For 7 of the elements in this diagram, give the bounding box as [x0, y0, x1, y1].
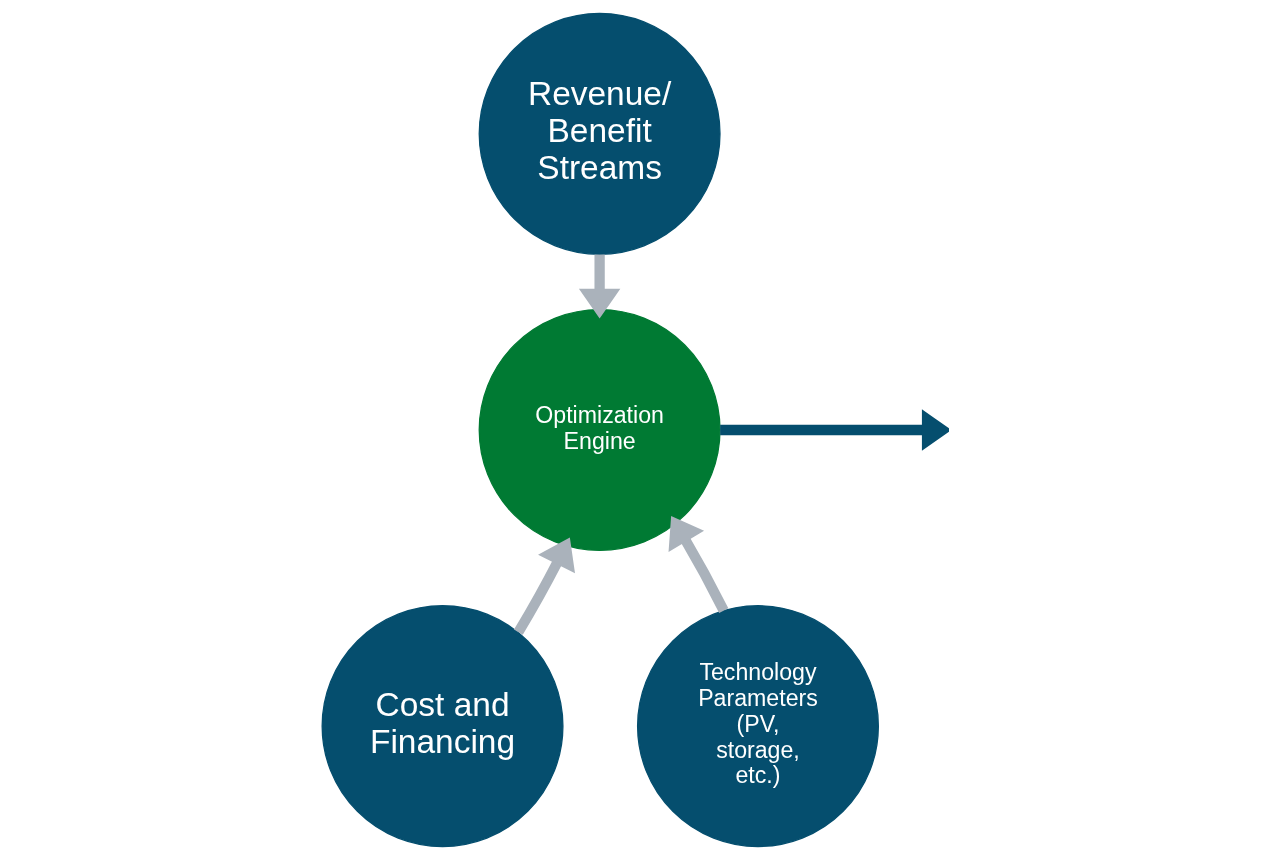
node-circle: Cost and Financing — [321, 605, 564, 848]
arrow — [513, 537, 575, 635]
node-circle: Revenue/ Benefit Streams — [478, 12, 721, 255]
arrow — [720, 409, 949, 451]
node-circle: Technology Parameters (PV, storage, etc.) — [636, 605, 879, 848]
arrow — [668, 516, 729, 613]
arrow — [578, 254, 621, 319]
